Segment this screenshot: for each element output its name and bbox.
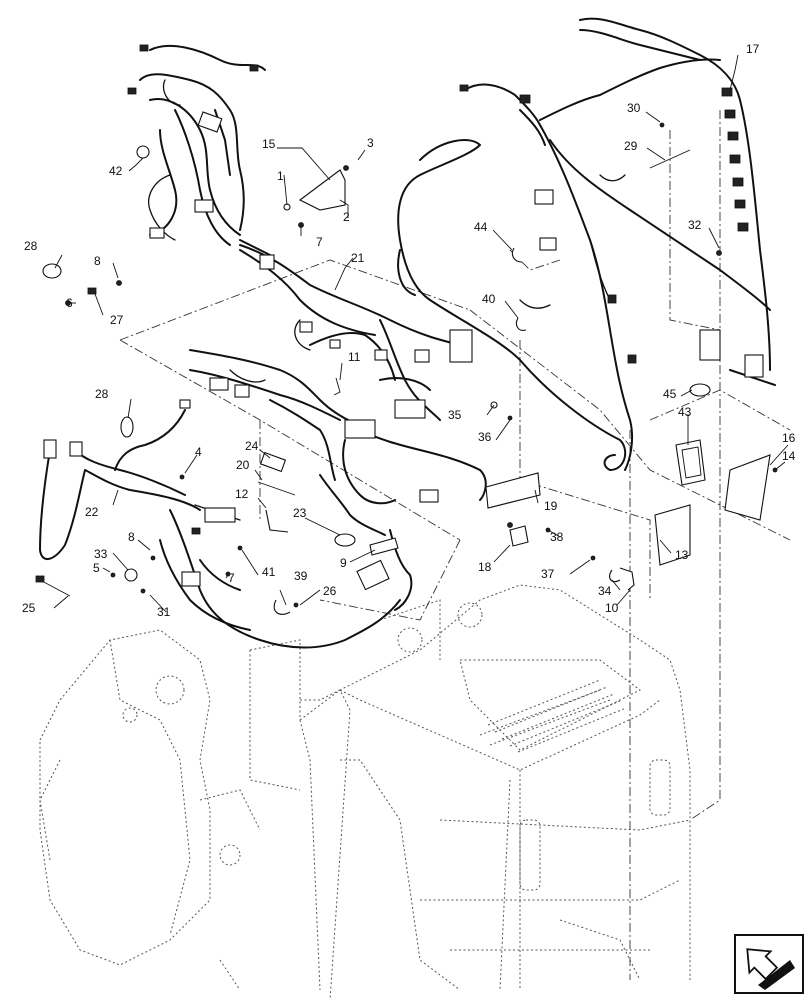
callout-36: 36 [478,430,492,444]
callout-13: 13 [675,548,689,562]
callout-17: 17 [746,42,760,56]
callout-27: 27 [110,313,124,327]
roof-harness [459,17,776,471]
callout-24: 24 [245,439,259,453]
callout-28-upper: 28 [24,239,38,253]
callout-37: 37 [541,567,555,581]
callout-21: 21 [351,251,365,265]
upper-left-harness [127,44,271,256]
callout-14: 14 [782,449,796,463]
callout-29: 29 [624,139,638,153]
callout-4: 4 [195,445,202,459]
small-parts [35,122,778,615]
callout-16: 16 [782,431,796,445]
callout-42: 42 [109,164,123,178]
callout-12: 12 [235,487,249,501]
callout-32: 32 [688,218,702,232]
callout-33: 33 [94,547,108,561]
callout-26: 26 [323,584,337,598]
callout-18: 18 [478,560,492,574]
front-direction-arrow-icon [734,934,804,994]
callout-2: 2 [343,210,350,224]
callout-9: 9 [340,556,347,570]
callout-7-upper: 7 [316,235,323,249]
callout-34: 34 [598,584,612,598]
callout-1: 1 [277,169,284,183]
callout-41: 41 [262,565,276,579]
callout-8-lower: 8 [128,530,135,544]
callout-19: 19 [544,499,558,513]
long-cab-wire [397,139,627,501]
callout-3: 3 [367,136,374,150]
callout-22: 22 [85,505,99,519]
callout-30: 30 [627,101,641,115]
callout-8-upper: 8 [94,254,101,268]
callout-20: 20 [236,458,250,472]
callout-10: 10 [605,601,619,615]
leader-lines [53,54,789,613]
callout-25: 25 [22,601,36,615]
callout-15: 15 [262,137,276,151]
callout-40: 40 [482,292,496,306]
callout-5: 5 [93,561,100,575]
left-harness [39,399,413,649]
main-harness [189,244,481,536]
callout-45: 45 [663,387,677,401]
callout-44: 44 [474,220,488,234]
callout-7-lower: 7 [228,571,235,585]
callout-28-lower: 28 [95,387,109,401]
callout-43: 43 [678,405,692,419]
callout-23: 23 [293,506,307,520]
callout-31: 31 [157,605,171,619]
callout-6: 6 [66,296,73,310]
callout-labels: 1 2 3 4 5 6 7 7 8 8 9 10 11 12 13 14 15 … [22,42,796,619]
callout-38: 38 [550,530,564,544]
cab-frame-phantom [39,584,691,1000]
callout-35: 35 [448,408,462,422]
callout-39: 39 [294,569,308,583]
callout-11: 11 [348,350,361,364]
